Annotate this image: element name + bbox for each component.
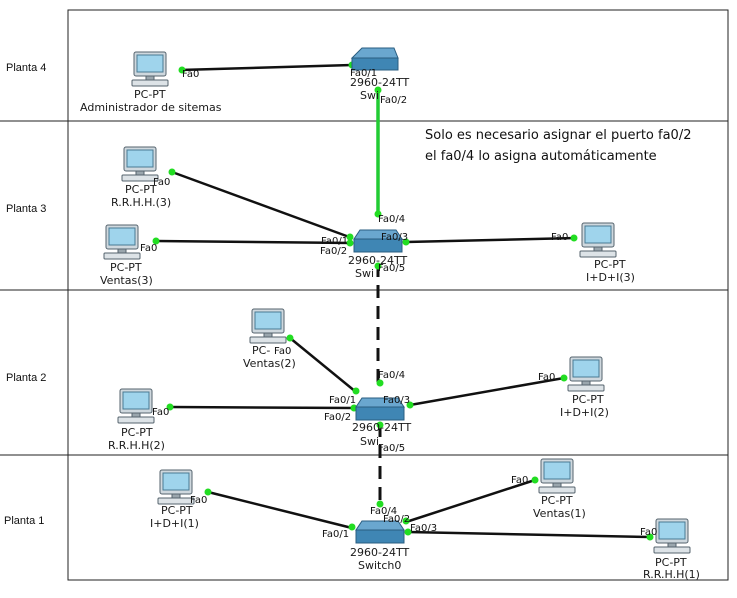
pc-type-label: PC-PT	[572, 393, 604, 406]
switch-sw-f1[interactable]: 2960-24TT Switch0	[350, 520, 409, 572]
port-label: Fa0/2	[380, 95, 407, 106]
port-label: Fa0/4	[378, 214, 405, 225]
pc-name-label: Ventas(1)	[533, 507, 586, 520]
pc-rrhh1[interactable]: Fa0 PC-PT R.R.H.H(1)	[640, 518, 700, 581]
floor-frame	[0, 9, 729, 581]
pc-port-label: Fa0	[153, 177, 170, 188]
pc-port-label: Fa0	[182, 69, 199, 80]
pc-name-label: Ventas(2)	[243, 357, 296, 370]
pc-ventas1[interactable]: Fa0 PC-PT Ventas(1)	[511, 458, 586, 520]
switch-model-label: 2960-24TT	[348, 254, 407, 267]
links	[155, 63, 651, 539]
port-label: Fa0/3	[410, 523, 437, 534]
pc-type-label: PC-PT	[125, 183, 157, 196]
switch-model-label: 2960-24TT	[352, 421, 411, 434]
pc-name-label: Administrador de sitemas	[80, 101, 222, 114]
port-label: Fa0/2	[383, 514, 410, 525]
switch-sw-f2[interactable]: 2960-24TT Swi	[352, 397, 411, 448]
switch-model-label: 2960-24TT	[350, 546, 409, 559]
pc-type-label: PC-PT	[594, 258, 626, 271]
pc-name-label: I+D+I(3)	[586, 271, 635, 284]
pc-port-label: Fa0	[511, 475, 528, 486]
port-label: Fa0/4	[370, 506, 397, 517]
port-label: Fa0/1	[322, 529, 349, 540]
pc-type-label: PC-PT	[161, 504, 193, 517]
pc-name-label: R.R.H.H(2)	[108, 439, 165, 452]
floor-label-3: Planta 3	[6, 203, 46, 215]
switch-port-labels: Fa0/1 Fa0/2 Fa0/4 Fa0/1 Fa0/2 Fa0/3 Fa0/…	[320, 68, 437, 540]
floor-label-1: Planta 1	[4, 515, 44, 527]
switch-sw-f3[interactable]: 2960-24TT Swi	[348, 229, 407, 280]
pc-type-label: PC-PT	[541, 494, 573, 507]
pc-ventas3[interactable]: Fa0 PC-PT Ventas(3)	[100, 224, 157, 287]
switch-name-label: Switch0	[358, 559, 401, 572]
pc-name-label: I+D+I(1)	[150, 517, 199, 530]
note-line-2: el fa0/4 lo asigna automáticamente	[425, 149, 657, 164]
port-label: Fa0/3	[381, 232, 408, 243]
port-label: Fa0/4	[378, 370, 405, 381]
pc-idi3[interactable]: Fa0 PC-PT I+D+I(3)	[551, 222, 635, 284]
port-label: Fa0/2	[320, 246, 347, 257]
pc-port-label: Fa0	[551, 232, 568, 243]
link-ventas2-sw2	[289, 337, 357, 393]
port-label: Fa0/3	[383, 395, 410, 406]
pc-port-label: Fa0	[274, 346, 291, 357]
port-label: Fa0/2	[324, 412, 351, 423]
port-label: Fa0/1	[350, 68, 377, 79]
pc-rrhh3[interactable]: Fa0 PC-PT R.R.H.H.(3)	[111, 146, 171, 209]
pc-port-label: Fa0	[538, 372, 555, 383]
pc-name-label: Ventas(3)	[100, 274, 153, 287]
link-sw2-idi2	[409, 376, 565, 407]
switch-name-label: Swi	[355, 267, 374, 280]
port-label: Fa0/5	[378, 263, 405, 274]
pc-idi1[interactable]: Fa0 PC-PT I+D+I(1)	[150, 469, 207, 530]
link-admin-sw4	[179, 63, 353, 72]
pc-type-label: PC-PT	[110, 261, 142, 274]
pc-type-label: PC-PT	[134, 88, 166, 101]
link-idi1-sw1	[207, 490, 353, 530]
pc-name-label: R.R.H.H.(3)	[111, 196, 171, 209]
pc-ventas2[interactable]: Fa0 PC- Ventas(2)	[243, 308, 296, 370]
pc-rrhh2[interactable]: Fa0 PC-PT R.R.H.H(2)	[108, 388, 169, 452]
link-ventas3-sw3	[155, 239, 353, 245]
switch-model-label: 2960-24TT	[350, 76, 409, 89]
port-label: Fa0/1	[329, 395, 356, 406]
pc-type-label: PC-PT	[121, 426, 153, 439]
pc-port-label: Fa0	[190, 495, 207, 506]
link-sw3-idi3	[405, 236, 577, 244]
pc-port-label: Fa0	[640, 527, 657, 538]
link-sw1-rrhh1	[407, 530, 651, 539]
link-sw1-ventas1	[405, 478, 536, 524]
pc-port-label: Fa0	[152, 407, 169, 418]
pc-admin[interactable]: Fa0 PC-PT Administrador de sitemas	[80, 51, 222, 114]
link-rrhh2-sw2	[169, 405, 355, 410]
pc-port-label: Fa0	[140, 243, 157, 254]
pc-idi2[interactable]: Fa0 PC-PT I+D+I(2)	[538, 356, 609, 419]
switch-name-label: Swi	[360, 435, 379, 448]
floor-label-4: Planta 4	[6, 62, 46, 74]
port-label: Fa0/1	[321, 236, 348, 247]
pc-type-label: PC-	[252, 344, 270, 357]
pc-type-label: PC-PT	[655, 556, 687, 569]
switch-sw-f4[interactable]: 2960-24TT Swi	[350, 47, 409, 102]
pc-name-label: R.R.H.H(1)	[643, 568, 700, 581]
floor-label-2: Planta 2	[6, 372, 46, 384]
port-label: Fa0/5	[378, 443, 405, 454]
pc-name-label: I+D+I(2)	[560, 406, 609, 419]
switch-name-label: Swi	[360, 89, 379, 102]
link-rrhh3-sw3	[171, 170, 353, 240]
note-line-1: Solo es necesario asignar el puerto fa0/…	[425, 128, 691, 143]
